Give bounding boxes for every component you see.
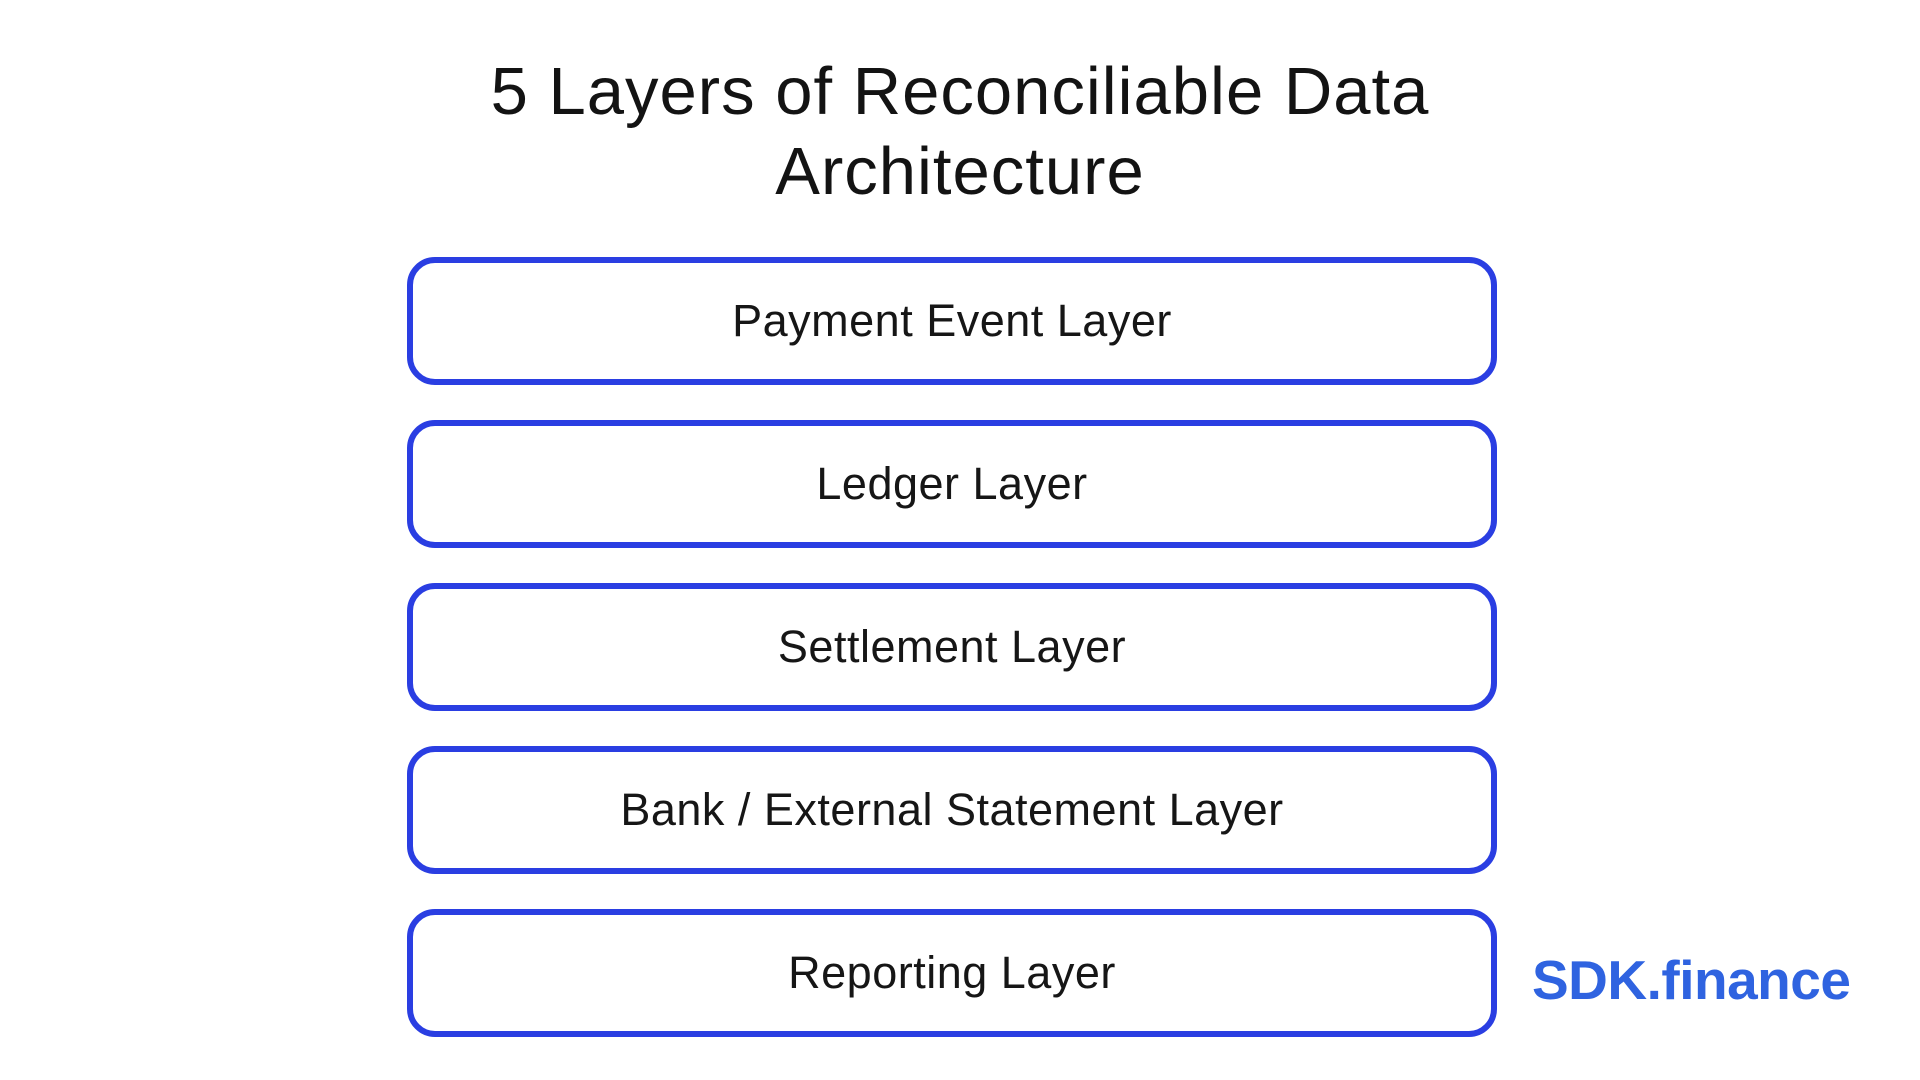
layer-label-payment-event: Payment Event Layer xyxy=(732,295,1172,346)
layer-box-bank-external-statement: Bank / External Statement Layer xyxy=(407,746,1497,874)
layer-stack: Payment Event Layer Ledger Layer Settlem… xyxy=(407,257,1497,1037)
layer-box-reporting: Reporting Layer xyxy=(407,909,1497,1037)
sdk-finance-logo: SDK.finance xyxy=(1532,949,1851,1011)
layer-box-payment-event: Payment Event Layer xyxy=(407,257,1497,385)
layer-box-settlement: Settlement Layer xyxy=(407,583,1497,711)
layer-label-bank-external-statement: Bank / External Statement Layer xyxy=(620,784,1284,835)
layer-box-ledger: Ledger Layer xyxy=(407,420,1497,548)
layer-label-reporting: Reporting Layer xyxy=(788,947,1116,998)
layer-label-settlement: Settlement Layer xyxy=(777,621,1127,672)
diagram-title: 5 Layers of Reconciliable Data Architect… xyxy=(490,54,1430,210)
layer-label-ledger: Ledger Layer xyxy=(816,458,1088,509)
